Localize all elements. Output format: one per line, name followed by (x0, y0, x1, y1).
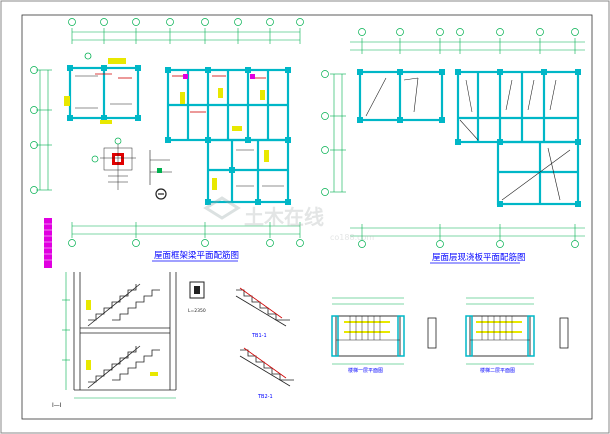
detail-2-label: TB2-1 (257, 394, 273, 400)
stair-section: Ⅰ—Ⅰ (52, 272, 177, 409)
title-left: 屋面框架梁平面配筋图 (154, 250, 239, 261)
watermark-sub: co188.com (330, 233, 374, 242)
stair-plan-2-title: 楼梯二层平面图 (480, 367, 515, 374)
column-detail (91, 137, 136, 190)
stair-plan-1: 楼梯一层平面图 (331, 297, 437, 374)
stair-plan-2: 楼梯二层平面图 (465, 297, 569, 374)
beam-callout (149, 150, 172, 200)
stair-plan-1-title: 楼梯一层平面图 (348, 367, 383, 374)
drawing-frame (21, 14, 593, 420)
roof-beam-plan (30, 18, 304, 247)
plan-titles: 屋面框架梁平面配筋图 屋面层现浇板平面配筋图 (152, 250, 526, 264)
watermark: 土木在线 co188.com (203, 196, 374, 242)
title-right: 屋面层现浇板平面配筋图 (432, 252, 526, 263)
roof-slab-plan (321, 28, 585, 248)
stair-detail-2: TB2-1 (239, 347, 294, 400)
small-detail-label: L=2350 (188, 308, 206, 314)
watermark-text: 土木在线 (244, 205, 324, 229)
beam-box: L=2350 (188, 281, 206, 314)
stair-detail-1: TB1-1 (235, 287, 290, 339)
rebar-legend (44, 218, 52, 268)
detail-1-label: TB1-1 (251, 333, 267, 339)
section-label: Ⅰ—Ⅰ (52, 402, 62, 409)
